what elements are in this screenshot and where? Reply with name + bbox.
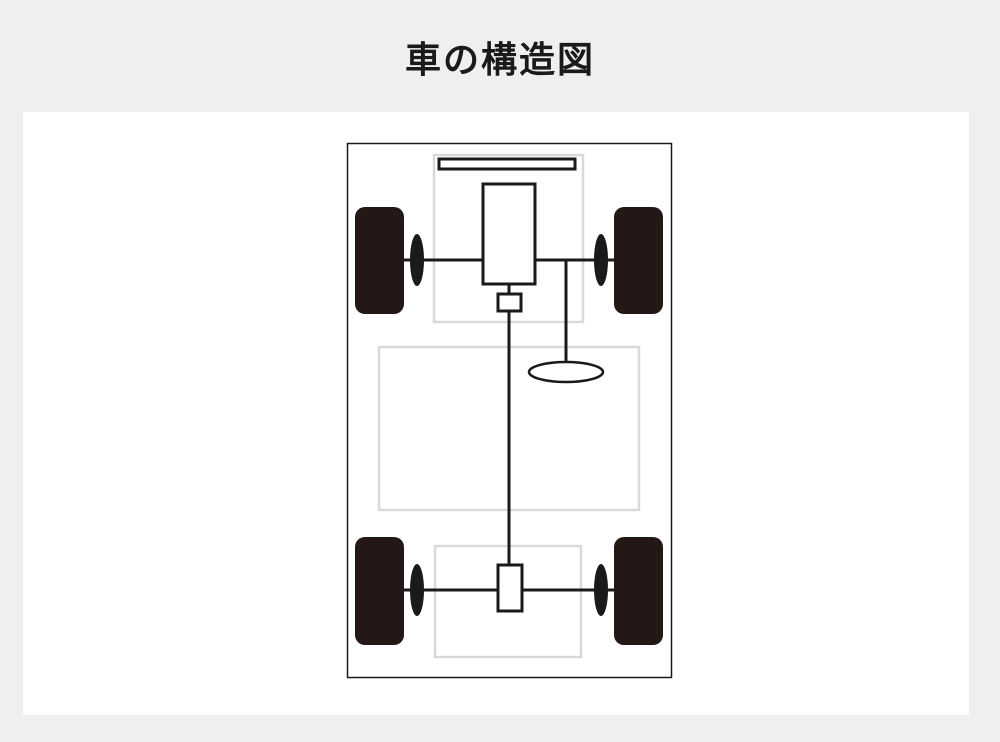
front-right-tire [614, 207, 663, 314]
rear-right-brake-disc [594, 564, 608, 616]
rear-left-tire [355, 537, 404, 645]
front-left-brake-disc [410, 234, 424, 286]
radiator-bar [437, 157, 577, 171]
rear-differential [496, 563, 524, 613]
diagram-panel [23, 112, 969, 715]
transmission [496, 292, 523, 313]
front-right-brake-disc [594, 234, 608, 286]
steering-wheel [527, 360, 605, 384]
car-body-outline [346, 142, 673, 679]
front-left-tire [355, 207, 404, 314]
car-structure-diagram [346, 142, 673, 679]
rear-left-brake-disc [410, 564, 424, 616]
rear-right-tire [614, 537, 663, 645]
engine-block [481, 182, 537, 286]
page-title: 車の構造図 [404, 39, 595, 81]
